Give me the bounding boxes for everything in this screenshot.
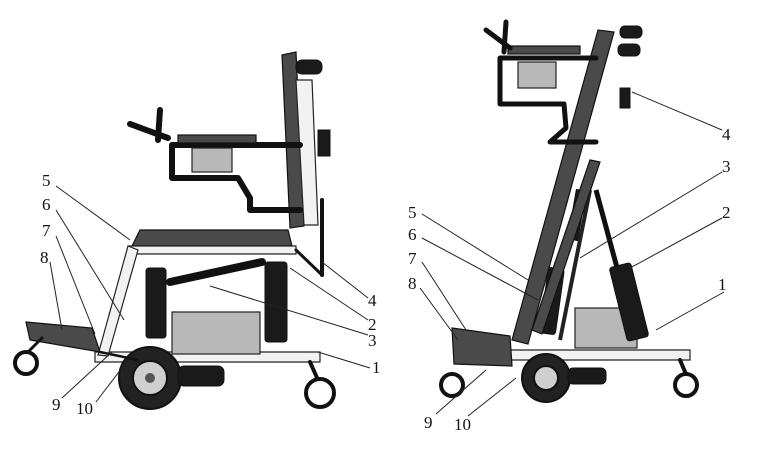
callout-right-2: 2 (722, 203, 731, 222)
backrest-pad (281, 51, 305, 229)
leader-left-3 (209, 285, 369, 336)
callout-right-7: 7 (408, 249, 417, 268)
drive-motor (177, 365, 225, 387)
armrest-pad (177, 134, 257, 144)
callout-left-7: 7 (42, 221, 51, 240)
callout-left-10: 10 (76, 399, 93, 418)
front-caster-fork-standing (678, 358, 688, 376)
callout-left-1: 1 (372, 358, 381, 377)
backrest-actuator (166, 258, 266, 286)
callout-left-8: 8 (40, 248, 49, 267)
footrest-caster-fork (26, 336, 44, 354)
footrest-pad-standing (451, 327, 513, 367)
leader-left-10 (95, 359, 129, 403)
leader-left-8 (49, 261, 63, 331)
right-view-leaders (419, 91, 725, 417)
callout-right-8: 8 (408, 274, 417, 293)
joystick-standing (483, 19, 513, 55)
seat-lift-actuator-front (145, 267, 167, 339)
rear-caster-wheel-standing (439, 372, 465, 398)
leader-left-4 (321, 261, 369, 299)
leader-right-4 (631, 91, 723, 131)
leader-left-1 (317, 351, 371, 369)
leader-left-6 (55, 209, 125, 321)
battery-box (171, 311, 261, 355)
front-caster-wheel-standing (673, 372, 699, 398)
armrest-frame (169, 142, 303, 213)
callout-left-3: 3 (368, 331, 377, 350)
seat-frame (127, 245, 297, 255)
callout-left-4: 4 (368, 291, 377, 310)
callout-right-10: 10 (454, 415, 471, 434)
lift-actuator-rear-standing (609, 262, 649, 342)
callout-right-9: 9 (424, 413, 433, 432)
seat-link-rod (294, 248, 324, 277)
callout-left-2: 2 (368, 315, 377, 334)
callout-right-5: 5 (408, 203, 417, 222)
lift-strut-front (558, 189, 592, 341)
leader-right-1 (655, 291, 725, 331)
armrest-control-box (191, 147, 233, 173)
callout-right-1: 1 (718, 275, 727, 294)
backrest-pad-standing (511, 29, 615, 345)
backrest-frame (295, 79, 319, 226)
right-view-labels: 1 2 3 4 5 6 7 8 9 10 (408, 125, 731, 434)
leader-right-2 (629, 217, 723, 269)
left-view-wheelchair (13, 51, 336, 410)
push-handle (295, 59, 323, 75)
left-view-leaders (49, 185, 371, 403)
armrest-control-box-standing (517, 61, 557, 89)
drive-wheel-hub-standing (533, 365, 559, 391)
leader-right-6 (421, 237, 539, 301)
callout-right-3: 3 (722, 157, 731, 176)
left-view-labels: 1 2 3 4 5 6 7 8 9 10 (40, 171, 381, 418)
leader-right-10 (467, 377, 517, 417)
leader-right-9 (435, 369, 487, 415)
control-unit-standing (619, 87, 631, 109)
leader-right-8 (419, 287, 459, 341)
footrest-caster-wheel (13, 350, 39, 376)
leader-left-2 (289, 267, 369, 321)
drive-motor-standing (567, 367, 607, 385)
seat-lift-actuator-rear (264, 261, 288, 343)
push-handle-bottom (617, 43, 641, 57)
control-unit (317, 129, 331, 157)
leader-left-9 (61, 351, 113, 399)
footrest-pad (25, 321, 101, 353)
callout-right-6: 6 (408, 225, 417, 244)
right-view-wheelchair (439, 19, 699, 403)
callout-right-4: 4 (722, 125, 731, 144)
callout-left-6: 6 (42, 195, 51, 214)
callout-left-9: 9 (52, 395, 61, 414)
front-caster-wheel (304, 377, 336, 409)
footrest-linkage (98, 350, 140, 362)
seat-cushion (131, 229, 293, 247)
front-caster-fork (308, 360, 320, 382)
armrest-pad-standing (507, 45, 581, 55)
leader-right-5 (421, 213, 529, 281)
joystick (127, 107, 171, 143)
leader-right-3 (579, 171, 723, 259)
push-handle-top (619, 25, 643, 39)
leader-right-7 (421, 261, 467, 331)
legrest-frame (97, 245, 139, 357)
seat-cushion-standing (531, 159, 601, 335)
drive-wheel-axle (145, 373, 155, 383)
leader-left-7 (55, 235, 96, 335)
callout-left-5: 5 (42, 171, 51, 190)
leader-left-5 (55, 185, 131, 241)
armrest-frame-standing (497, 55, 599, 145)
